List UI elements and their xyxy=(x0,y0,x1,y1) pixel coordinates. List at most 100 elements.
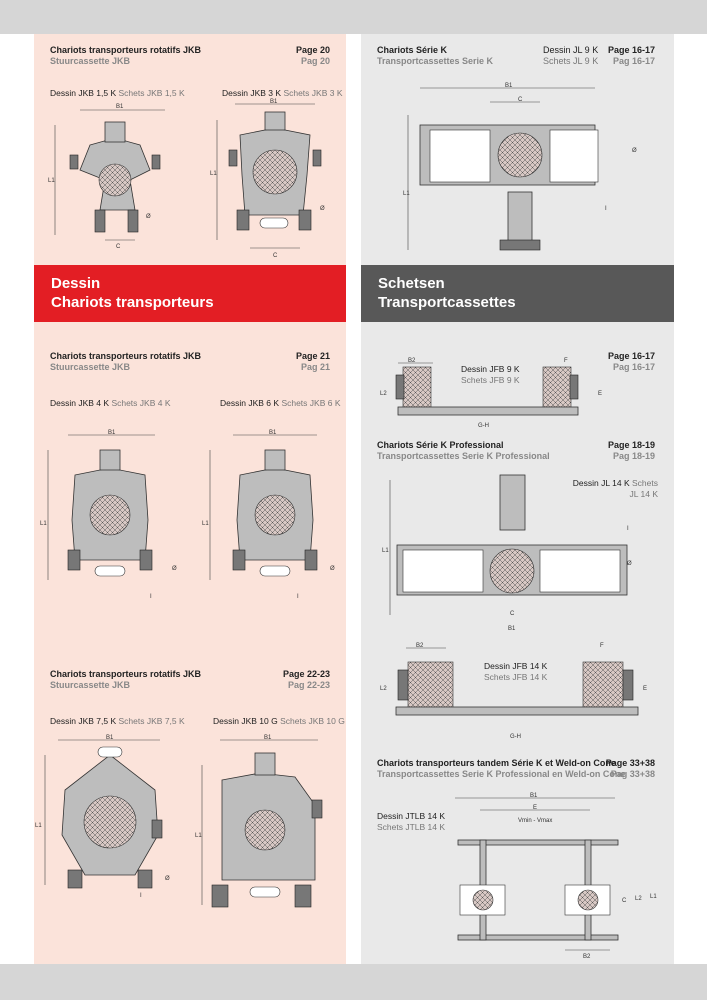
svg-text:L1: L1 xyxy=(202,521,209,527)
svg-text:B1: B1 xyxy=(270,99,278,105)
drawing-jl-14k: L1 CB1 IØ xyxy=(382,474,632,632)
drawing-jkb-1-5k: B1 L1 C Ø xyxy=(48,104,165,250)
svg-text:E: E xyxy=(643,686,647,692)
section-title-fr: Chariots transporteurs tandem Série K et… xyxy=(377,758,616,768)
banner-fr-line2: Chariots transporteurs xyxy=(51,294,214,311)
svg-text:B1: B1 xyxy=(106,735,114,741)
right-section-3-header: Chariots Série K Professional Transportc… xyxy=(377,440,655,462)
label-nl: Schets xyxy=(632,478,658,488)
drawing-jl-9k: B1 C L1 ØI xyxy=(403,83,637,251)
svg-text:I: I xyxy=(605,206,607,212)
label-nl: Schets JFB 14 K xyxy=(484,672,548,682)
page-ref-fr: Page 33+38 xyxy=(605,758,655,768)
section-title-nl: Stuurcassette JKB xyxy=(50,56,131,66)
drawing-jkb-4k: B1 L1 ØI xyxy=(40,430,177,600)
banner-dutch: Schetsen Transportcassettes xyxy=(361,265,674,322)
svg-text:E: E xyxy=(598,391,602,397)
svg-text:G-H: G-H xyxy=(510,734,521,740)
svg-text:Ø: Ø xyxy=(627,561,632,567)
top-band xyxy=(0,0,707,34)
section-title-fr: Chariots transporteurs rotatifs JKB xyxy=(50,351,202,361)
svg-text:B1: B1 xyxy=(505,83,513,89)
svg-text:Ø: Ø xyxy=(632,148,637,154)
page-ref-nl: Pag 33+38 xyxy=(610,769,655,779)
svg-text:L1: L1 xyxy=(210,171,217,177)
svg-text:L1: L1 xyxy=(35,823,42,829)
svg-text:B2: B2 xyxy=(408,358,416,364)
section-title-nl: Transportcassettes Serie K Professional xyxy=(377,451,550,461)
label-fr: Dessin JL 14 K xyxy=(572,478,630,488)
right-section-1-header: Chariots Série K Transportcassettes Seri… xyxy=(377,45,655,67)
page-ref-fr: Page 20 xyxy=(295,45,330,55)
label-nl: Schets JKB 10 G xyxy=(280,716,345,726)
svg-text:F: F xyxy=(600,643,604,649)
svg-text:B1: B1 xyxy=(530,793,538,799)
drawing-label-jkb10g: Dessin JKB 10 G Schets JKB 10 G xyxy=(213,716,345,726)
banner-nl-line1: Schetsen xyxy=(378,275,445,292)
label-nl: Schets JKB 4 K xyxy=(111,398,171,408)
page-ref-nl: Pag 16-17 xyxy=(612,56,655,66)
left-section-2-header: Chariots transporteurs rotatifs JKB Stuu… xyxy=(50,351,330,373)
drawing-jfb-14k: B2 L2 F E G-H xyxy=(380,643,647,740)
svg-text:I: I xyxy=(627,526,629,532)
drawing-label-jkb6: Dessin JKB 6 K Schets JKB 6 K xyxy=(220,398,341,408)
label-fr: Dessin JKB 3 K xyxy=(222,88,282,98)
svg-text:C: C xyxy=(273,253,278,259)
svg-text:B2: B2 xyxy=(416,643,424,649)
svg-text:Ø: Ø xyxy=(320,206,325,212)
banner-fr-line1: Dessin xyxy=(51,275,101,292)
section-title-nl: Stuurcassette JKB xyxy=(50,680,131,690)
label-nl: Schets JKB 6 K xyxy=(281,398,341,408)
svg-text:L1: L1 xyxy=(48,178,55,184)
drawing-label-jfb9: Dessin JFB 9 K Schets JFB 9 K xyxy=(461,364,520,386)
svg-text:I: I xyxy=(297,594,299,600)
svg-text:L2: L2 xyxy=(380,686,387,692)
svg-text:I: I xyxy=(140,893,142,899)
section-title-nl: Transportcassettes Serie K xyxy=(377,56,494,66)
drawing-label-nl: Schets JL 9 K xyxy=(543,56,599,66)
svg-text:L2: L2 xyxy=(380,391,387,397)
svg-text:B1: B1 xyxy=(116,104,124,110)
svg-text:Ø: Ø xyxy=(330,566,335,572)
svg-text:B2: B2 xyxy=(583,954,591,960)
drawing-label-jkb3: Dessin JKB 3 K Schets JKB 3 K xyxy=(222,88,343,98)
svg-text:B1: B1 xyxy=(508,626,516,632)
page-ref-nl: Pag 18-19 xyxy=(612,451,655,461)
bottom-band xyxy=(0,964,707,1000)
svg-text:L1: L1 xyxy=(650,894,657,900)
page-ref-fr: Page 22-23 xyxy=(282,669,330,679)
svg-text:L1: L1 xyxy=(382,548,389,554)
page-ref-nl: Pag 22-23 xyxy=(287,680,330,690)
page-ref-nl: Pag 20 xyxy=(300,56,330,66)
label-fr: Dessin JKB 7,5 K xyxy=(50,716,117,726)
drawing-label-jfb14: Dessin JFB 14 K Schets JFB 14 K xyxy=(484,661,547,683)
drawing-jkb-7-5k: B1 L1 ØI xyxy=(35,735,170,899)
section-title-nl: Stuurcassette JKB xyxy=(50,362,131,372)
svg-text:B1: B1 xyxy=(264,735,272,741)
svg-text:L1: L1 xyxy=(195,833,202,839)
page-ref-fr: Page 16-17 xyxy=(607,351,655,361)
section-title-fr: Chariots Série K xyxy=(377,45,448,55)
svg-text:E: E xyxy=(533,805,537,811)
svg-text:B1: B1 xyxy=(108,430,116,436)
svg-text:B1: B1 xyxy=(269,430,277,436)
label-nl: Schets JKB 3 K xyxy=(283,88,343,98)
label-nl: Schets JKB 1,5 K xyxy=(118,88,185,98)
section-title-nl: Transportcassettes Serie K Professional … xyxy=(377,769,626,779)
page-ref-fr: Page 18-19 xyxy=(607,440,655,450)
section-title-fr: Chariots transporteurs rotatifs JKB xyxy=(50,669,202,679)
right-section-5-header: Chariots transporteurs tandem Série K et… xyxy=(377,758,655,780)
label-nl: Schets JKB 7,5 K xyxy=(118,716,185,726)
label-fr: Dessin JKB 1,5 K xyxy=(50,88,117,98)
page-ref-nl: Pag 16-17 xyxy=(612,362,655,372)
drawing-label-jkb15: Dessin JKB 1,5 K Schets JKB 1,5 K xyxy=(50,88,185,98)
svg-text:L1: L1 xyxy=(403,191,410,197)
page-ref-fr: Page 16-17 xyxy=(607,45,655,55)
label-nl-2: JL 14 K xyxy=(629,489,658,499)
drawing-jkb-3k: B1 L1 C Ø xyxy=(210,99,325,259)
drawing-jkb-6k: B1 L1 Ø I xyxy=(202,430,335,600)
svg-text:L2: L2 xyxy=(635,896,642,902)
section-title-fr: Chariots transporteurs rotatifs JKB xyxy=(50,45,202,55)
svg-text:C: C xyxy=(116,244,121,250)
